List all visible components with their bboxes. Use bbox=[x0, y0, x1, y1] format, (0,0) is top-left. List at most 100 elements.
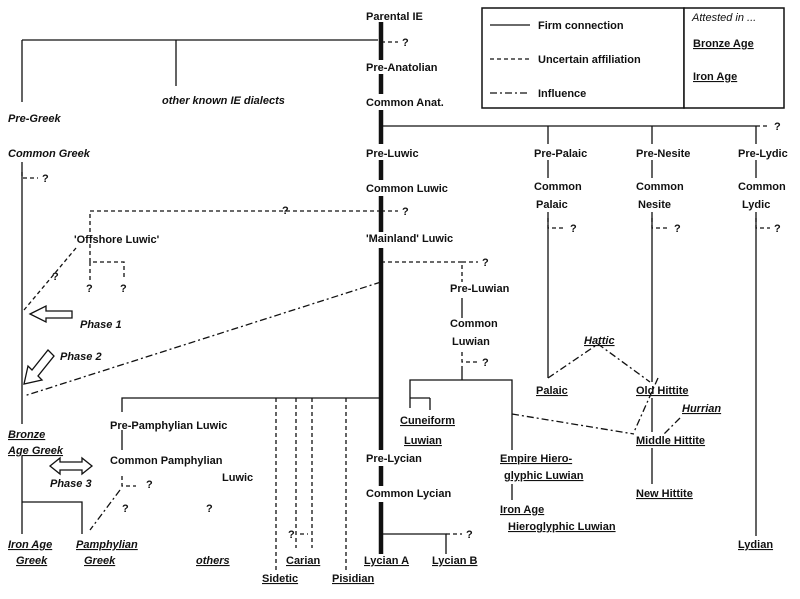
node-iron-greek-1: Iron Age bbox=[8, 539, 52, 551]
influence-hattic bbox=[547, 343, 651, 383]
node-pre-luwian: Pre-Luwian bbox=[450, 283, 510, 295]
qmark-offshore-2: ? bbox=[86, 283, 93, 295]
qmark-mainland: ? bbox=[482, 257, 489, 269]
qmark-lydic: ? bbox=[774, 223, 781, 235]
legend-influence-label: Influence bbox=[538, 88, 586, 100]
edge-luwian-split bbox=[409, 379, 513, 450]
qmark-offshore-right: ? bbox=[402, 206, 409, 218]
legend: Firm connection Uncertain affiliation In… bbox=[481, 7, 785, 109]
qmark-offshore-1: ? bbox=[52, 271, 59, 283]
node-pamph-greek-2: Greek bbox=[84, 555, 116, 567]
node-offshore-luwic: 'Offshore Luwic' bbox=[74, 234, 160, 246]
node-parental-ie: Parental IE bbox=[366, 11, 423, 23]
influence-pamph bbox=[89, 489, 121, 531]
node-common-luwic: Common Luwic bbox=[366, 183, 448, 195]
node-common-anat: Common Anat. bbox=[366, 97, 444, 109]
label-phase3: Phase 3 bbox=[50, 478, 92, 490]
influence-hurrian bbox=[663, 417, 681, 435]
phase1-arrow bbox=[28, 304, 73, 324]
qmark-luwian: ? bbox=[482, 357, 489, 369]
node-pre-lycian: Pre-Lycian bbox=[366, 453, 422, 465]
node-cuneiform-2: Luwian bbox=[404, 435, 442, 447]
node-common-lydic-1: Common bbox=[738, 181, 786, 193]
node-common-lydic-2: Lydic bbox=[742, 199, 770, 211]
node-empire-1: Empire Hiero- bbox=[500, 453, 572, 465]
edge-lydic-q bbox=[755, 218, 770, 229]
node-pisidian: Pisidian bbox=[332, 573, 374, 585]
node-lycian-b: Lycian B bbox=[432, 555, 477, 567]
node-cuneiform-1: Cuneiform bbox=[400, 415, 455, 427]
edge-palaic-q bbox=[547, 218, 566, 229]
node-bronze-greek-1: Bronze bbox=[8, 429, 45, 441]
legend-firm-label: Firm connection bbox=[538, 20, 624, 32]
legend-bronze-age: Bronze Age bbox=[693, 38, 754, 50]
edge-offshore-greek bbox=[23, 247, 77, 311]
legend-uncertain-label: Uncertain affiliation bbox=[538, 54, 641, 66]
phase3-arrow bbox=[48, 456, 94, 476]
node-common-palaic-1: Common bbox=[534, 181, 582, 193]
node-hurrian: Hurrian bbox=[682, 403, 721, 415]
edge-pamph-greek bbox=[22, 501, 83, 534]
node-palaic: Palaic bbox=[536, 385, 568, 397]
influence-phase2 bbox=[23, 281, 382, 397]
node-middle-hittite: Middle Hittite bbox=[636, 435, 705, 447]
edge-lycian-b bbox=[381, 533, 447, 554]
qmark-greek: ? bbox=[42, 173, 49, 185]
node-lycian-a: Lycian A bbox=[364, 555, 409, 567]
node-pre-nesite: Pre-Nesite bbox=[636, 148, 690, 160]
node-common-pamphylian-2: Luwic bbox=[222, 472, 253, 484]
edge-offshore-sub bbox=[89, 244, 125, 280]
node-pre-lydic: Pre-Lydic bbox=[738, 148, 788, 160]
edge-preluwian bbox=[381, 261, 463, 282]
influence-luwian-hittite bbox=[511, 413, 635, 435]
node-pre-greek: Pre-Greek bbox=[8, 113, 61, 125]
label-phase1: Phase 1 bbox=[80, 319, 122, 331]
node-lydian: Lydian bbox=[738, 539, 773, 551]
node-pre-palaic: Pre-Palaic bbox=[534, 148, 587, 160]
node-common-palaic-2: Palaic bbox=[536, 199, 568, 211]
node-mainland-luwic: 'Mainland' Luwic bbox=[366, 233, 453, 245]
node-bronze-greek-2: Age Greek bbox=[7, 445, 64, 457]
edge-greek-q bbox=[21, 172, 38, 179]
qmark-carian: ? bbox=[288, 529, 295, 541]
qmark-nesite: ? bbox=[674, 223, 681, 235]
qmark-anat: ? bbox=[774, 121, 781, 133]
node-empire-2: glyphic Luwian bbox=[504, 470, 584, 482]
edge-pamph-q bbox=[121, 476, 136, 487]
node-sidetic: Sidetic bbox=[262, 573, 298, 585]
node-common-pamphylian-1: Common Pamphylian bbox=[110, 455, 223, 467]
node-iron-hier-1: Iron Age bbox=[500, 504, 544, 516]
qmark-parental: ? bbox=[402, 37, 409, 49]
node-pamph-greek-1: Pamphylian bbox=[76, 539, 138, 551]
node-pre-pamphylian: Pre-Pamphylian Luwic bbox=[110, 420, 227, 432]
qmark-offshore-top: ? bbox=[282, 205, 289, 217]
node-pre-luwic: Pre-Luwic bbox=[366, 148, 419, 160]
qmark-pamph-1: ? bbox=[146, 479, 153, 491]
attested-box bbox=[683, 7, 785, 109]
legend-attested-title: Attested in ... bbox=[691, 12, 756, 24]
qmark-offshore-3: ? bbox=[120, 283, 127, 295]
node-iron-hier-2: Hieroglyphic Luwian bbox=[508, 521, 616, 533]
node-others: others bbox=[196, 555, 230, 567]
influence-oldhittite bbox=[633, 377, 659, 433]
node-common-luwian-1: Common bbox=[450, 318, 498, 330]
node-common-lycian: Common Lycian bbox=[366, 488, 451, 500]
tree-labels: Parental IE ? Pre-Anatolian Common Anat.… bbox=[7, 11, 788, 585]
node-new-hittite: New Hittite bbox=[636, 488, 693, 500]
node-common-greek: Common Greek bbox=[8, 148, 91, 160]
qmark-lycian: ? bbox=[466, 529, 473, 541]
legend-iron-age: Iron Age bbox=[693, 71, 737, 83]
node-common-luwian-2: Luwian bbox=[452, 336, 490, 348]
node-common-nesite-1: Common bbox=[636, 181, 684, 193]
edge-luwian-q bbox=[461, 352, 478, 363]
edge-nesite-q bbox=[651, 218, 670, 229]
tree-lines bbox=[21, 22, 770, 570]
node-hattic: Hattic bbox=[584, 335, 615, 347]
phase2-arrow bbox=[23, 349, 55, 385]
node-common-nesite-2: Nesite bbox=[638, 199, 671, 211]
node-pre-anatolian: Pre-Anatolian bbox=[366, 62, 438, 74]
node-other-ie: other known IE dialects bbox=[162, 95, 285, 107]
label-phase2: Phase 2 bbox=[60, 351, 102, 363]
